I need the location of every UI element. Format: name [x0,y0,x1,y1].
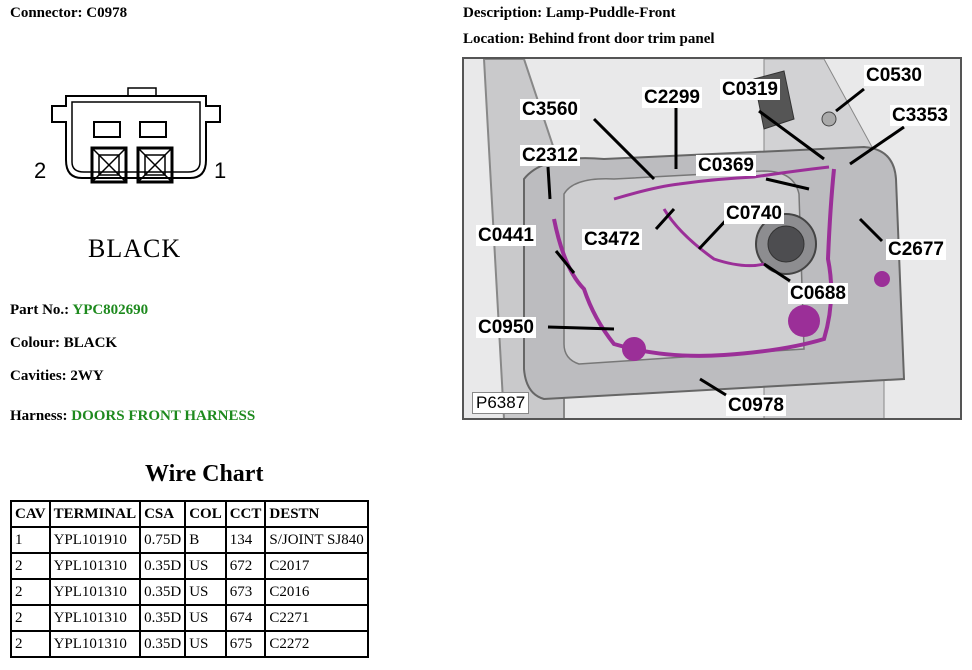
callout-c0978: C0978 [726,395,786,416]
location-value: Behind front door trim panel [528,31,715,47]
connector-colour-caption: BLACK [88,234,182,263]
connector-value: C0978 [86,5,128,21]
cavities-row: Cavities: 2WY [10,368,104,385]
table-header-row: CAV TERMINAL CSA COL CCT DESTN [10,500,369,528]
terminal-cavity-2 [90,146,128,184]
callout-c3353: C3353 [890,105,950,126]
table-row: 2 YPL101310 0.35D US 673 C2016 [10,578,369,606]
terminal-cavity-1 [136,146,174,184]
callout-c0950: C0950 [476,317,536,338]
description-value: Lamp-Puddle-Front [545,5,676,21]
table-cell: 0.75D [139,526,187,554]
table-row: 2 YPL101310 0.35D US 674 C2271 [10,604,369,632]
table-cell: S/JOINT SJ840 [264,526,369,554]
pin-label-1: 1 [214,158,226,183]
description-label: Description: [463,5,543,21]
connector-heading: Connector: C0978 [10,5,127,22]
table-cell: US [184,630,227,658]
table-row: 2 YPL101310 0.35D US 675 C2272 [10,630,369,658]
table-cell: US [184,578,227,606]
table-cell: 675 [224,630,267,658]
table-cell: YPL101310 [48,552,142,580]
table-cell: 2 [10,578,51,606]
pin-label-2: 2 [34,158,46,183]
part-number-link[interactable]: YPC802690 [72,302,149,318]
description-heading: Description: Lamp-Puddle-Front [463,5,676,22]
column-header: CCT [224,500,267,528]
cavities-value: 2WY [70,368,104,384]
harness-row: Harness: DOORS FRONT HARNESS [10,408,255,425]
table-cell: YPL101310 [48,604,142,632]
table-cell: YPL101310 [48,630,142,658]
location-heading: Location: Behind front door trim panel [463,31,715,48]
harness-label: Harness: [10,408,68,424]
part-number-row: Part No.: YPC802690 [10,302,148,319]
table-cell: US [184,552,227,580]
table-cell: YPL101910 [48,526,142,554]
table-cell: 0.35D [139,578,187,606]
figure-id-label: P6387 [472,392,530,414]
callout-c0740: C0740 [724,203,784,224]
column-header: DESTN [264,500,369,528]
table-cell: 673 [224,578,267,606]
table-row: 1 YPL101910 0.75D B 134 S/JOINT SJ840 [10,526,369,554]
table-cell: 0.35D [139,630,187,658]
colour-label: Colour: [10,335,60,351]
table-cell: C2271 [264,604,369,632]
table-cell: 134 [224,526,267,554]
table-cell: C2016 [264,578,369,606]
callout-c3472: C3472 [582,229,642,250]
table-cell: US [184,604,227,632]
cavities-label: Cavities: [10,368,67,384]
column-header: TERMINAL [48,500,142,528]
table-cell: 2 [10,630,51,658]
callout-c2677: C2677 [886,239,946,260]
column-header: COL [184,500,227,528]
wire-chart-title: Wire Chart [145,461,264,487]
callout-c0319: C0319 [720,79,780,100]
location-label: Location: [463,31,525,47]
table-cell: B [184,526,227,554]
table-row: 2 YPL101310 0.35D US 672 C2017 [10,552,369,580]
table-cell: C2272 [264,630,369,658]
callout-c2312: C2312 [520,145,580,166]
table-cell: 0.35D [139,552,187,580]
part-number-label: Part No.: [10,302,70,318]
column-header: CAV [10,500,51,528]
table-cell: 2 [10,552,51,580]
table-cell: 674 [224,604,267,632]
column-header: CSA [139,500,187,528]
callout-c0441: C0441 [476,225,536,246]
callout-c0688: C0688 [788,283,848,304]
colour-value: BLACK [63,335,118,351]
callout-c0369: C0369 [696,155,756,176]
door-location-figure: C0530 C0319 C2299 C3560 C3353 C2312 C036… [462,57,962,420]
table-cell: C2017 [264,552,369,580]
callout-c2299: C2299 [642,87,702,108]
connector-face-diagram: 2 1 [34,87,226,184]
table-cell: 1 [10,526,51,554]
table-cell: 2 [10,604,51,632]
harness-link[interactable]: DOORS FRONT HARNESS [71,408,256,424]
callout-c0530: C0530 [864,65,924,86]
callout-c3560: C3560 [520,99,580,120]
table-cell: 0.35D [139,604,187,632]
connector-label: Connector: [10,5,83,21]
table-cell: 672 [224,552,267,580]
wire-chart-table: CAV TERMINAL CSA COL CCT DESTN 1 YPL1019… [10,500,369,658]
colour-row: Colour: BLACK [10,335,117,352]
table-cell: YPL101310 [48,578,142,606]
